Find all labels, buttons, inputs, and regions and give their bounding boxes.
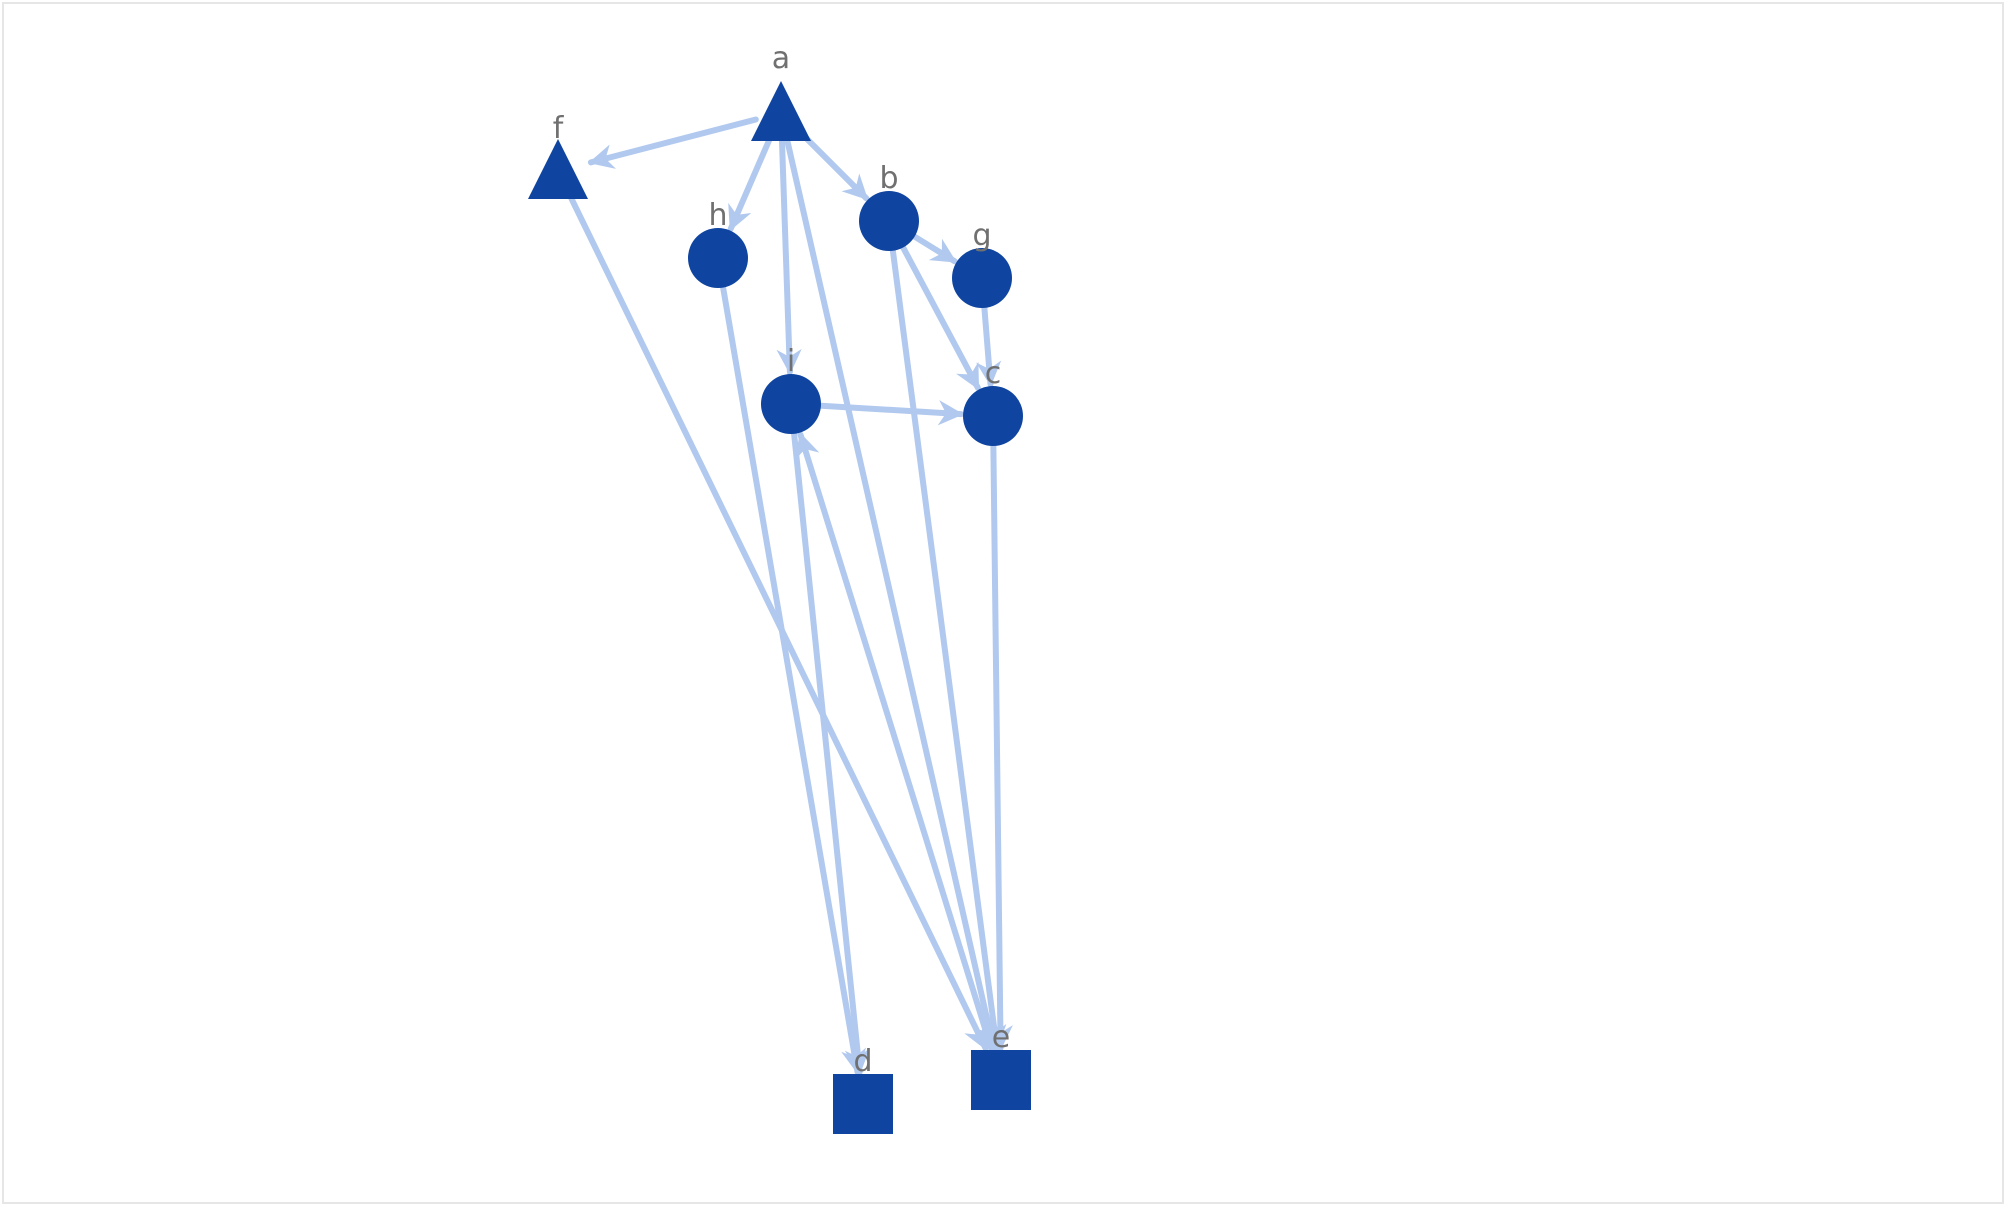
- edge-a-to-e[interactable]: [783, 135, 1001, 1051]
- edge-a-to-f[interactable]: [587, 116, 759, 169]
- node-label-h: h: [708, 198, 727, 233]
- edge-i-to-d[interactable]: [790, 424, 870, 1075]
- edge-b-to-c[interactable]: [897, 239, 981, 391]
- node-label-g: g: [972, 218, 991, 253]
- node-label-d: d: [853, 1044, 872, 1079]
- edges-layer: [566, 116, 1013, 1075]
- node-label-c: c: [985, 356, 1002, 391]
- node-label-a: a: [772, 41, 790, 76]
- node-label-f: f: [553, 111, 565, 146]
- edge-c-to-e[interactable]: [987, 437, 1013, 1051]
- labels-layer: a b c d e f g h i: [553, 41, 1011, 1079]
- edge-e-to-i[interactable]: [795, 431, 997, 1059]
- node-e[interactable]: [971, 1050, 1031, 1110]
- node-d[interactable]: [833, 1074, 893, 1134]
- node-c[interactable]: [963, 386, 1023, 446]
- nodes-layer: [528, 81, 1031, 1134]
- node-label-e: e: [992, 1020, 1010, 1055]
- node-f[interactable]: [528, 139, 588, 199]
- node-i[interactable]: [761, 374, 821, 434]
- node-h[interactable]: [688, 228, 748, 288]
- node-a[interactable]: [751, 81, 811, 141]
- node-label-i: i: [787, 344, 795, 379]
- edge-a-to-i[interactable]: [776, 136, 802, 375]
- edge-h-to-d[interactable]: [719, 278, 867, 1075]
- edge-b-to-g[interactable]: [906, 230, 958, 265]
- edge-a-to-h[interactable]: [727, 133, 774, 232]
- edge-i-to-c[interactable]: [812, 400, 965, 426]
- edge-a-to-b[interactable]: [796, 128, 870, 202]
- node-b[interactable]: [859, 191, 919, 251]
- node-g[interactable]: [952, 248, 1012, 308]
- edge-f-to-e[interactable]: [566, 191, 989, 1052]
- edge-b-to-e[interactable]: [889, 241, 1007, 1051]
- node-label-b: b: [879, 161, 898, 196]
- edge-g-to-c[interactable]: [976, 298, 1002, 388]
